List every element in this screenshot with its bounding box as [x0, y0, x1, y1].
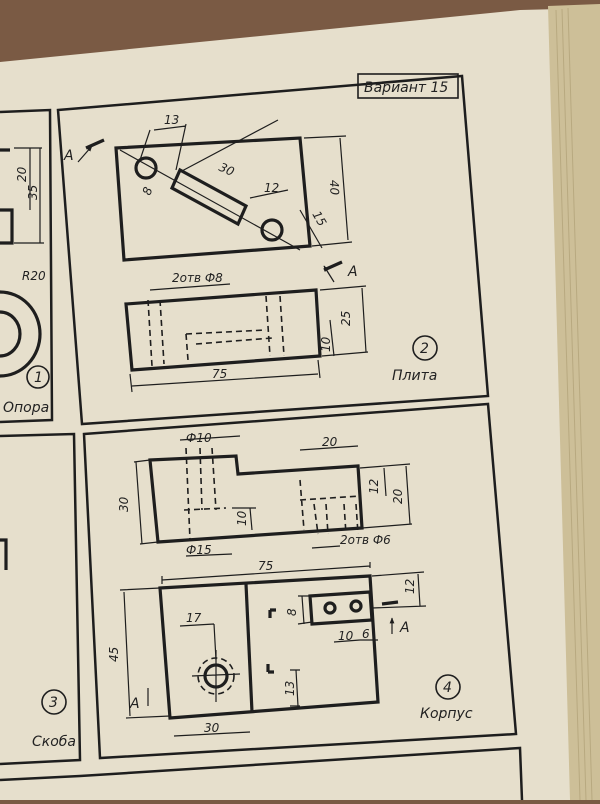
page-background: [0, 8, 600, 800]
housing-dim-45: 45: [107, 647, 121, 662]
variant-label: Вариант 15: [364, 80, 448, 96]
housing-holes-note: 2отв Ф6: [340, 533, 391, 547]
plate-dim-13: 13: [164, 113, 179, 127]
housing-dim-20b: 20: [391, 488, 405, 504]
plate-dim-15: 15: [309, 209, 329, 229]
plate-front-hidden: [147, 295, 285, 367]
plate-holes-note: 2отв Ф8: [172, 271, 223, 285]
housing-dim-10b: 10: [338, 629, 354, 643]
housing-dim-75: 75: [258, 559, 273, 573]
panel-3-caption: Скоба: [32, 734, 76, 750]
section-label-a1: A: [63, 148, 74, 164]
housing-dim-30b: 30: [204, 721, 220, 735]
plate-dim-12: 12: [264, 181, 279, 195]
plate-centerline: [119, 149, 301, 251]
plate-dim-25: 25: [339, 311, 353, 326]
panel-4-number: 4: [443, 680, 452, 696]
panel-3: 3 Скоба: [0, 432, 82, 766]
plate-slot: [169, 167, 249, 227]
panel-3-number-circle: [41, 689, 67, 715]
panel-1-dim-r20: R20: [22, 269, 46, 283]
panel-2-number-circle: [412, 335, 438, 361]
plate-dims-lines: [139, 119, 353, 249]
panel-2-frame: [56, 74, 490, 426]
panel-2-caption: Плита: [392, 368, 437, 384]
panel-1-inner-circle: [0, 310, 22, 358]
housing-dim-17: 17: [186, 611, 202, 625]
panel-1-caption: Опора: [3, 400, 49, 416]
section-label-a2: A: [347, 264, 358, 280]
plate-section-arrow-a1: [77, 145, 93, 163]
plate-front-dim-lines: [129, 285, 369, 393]
housing-dim-10: 10: [235, 510, 249, 526]
panel-3-number: 3: [49, 695, 58, 711]
variant-box: [357, 73, 459, 99]
housing-dim-12b: 12: [403, 579, 417, 594]
panel-4-frame: [82, 402, 518, 760]
housing-dim-8: 8: [285, 608, 299, 616]
panel-1-frame: [0, 108, 54, 424]
housing-boss-hole-1: [323, 601, 337, 615]
housing-front-dim-lines: [133, 435, 413, 557]
housing-section-label-a1: A: [129, 696, 140, 712]
housing-dim-12: 12: [367, 479, 381, 494]
housing-dim-13: 13: [283, 681, 297, 696]
panel-1: 20 35 R20 1 Опора: [0, 108, 54, 424]
housing-top-dim-lines: [119, 571, 427, 737]
plate-dim-10: 10: [319, 336, 333, 352]
panel-4-number-circle: [435, 674, 461, 700]
panel-1-dim-35: 35: [26, 185, 40, 200]
panel-1-circle: [0, 290, 42, 378]
plate-dim-30: 30: [217, 160, 237, 179]
plate-holes-leader: [149, 283, 231, 291]
panel-4-caption: Корпус: [420, 706, 473, 722]
plate-hole-right: [260, 218, 284, 242]
housing-top-view: [158, 574, 380, 720]
panel-4: Ф10 20 30 12 20 10 Ф15 2отв Ф6 75 A A 12…: [82, 402, 518, 760]
page-edge-lines: [555, 7, 593, 801]
housing-top-divider: [244, 583, 254, 713]
housing-top-boss: [308, 590, 374, 626]
plate-dim-40: 40: [327, 180, 342, 196]
plate-section-arrow-a2: [323, 265, 335, 283]
housing-section-ticks: [266, 600, 399, 674]
plate-front-view: [124, 288, 322, 372]
panel-3-frame: [0, 432, 82, 766]
panel-1-dim-20: 20: [15, 166, 29, 182]
panel-1-drawing: [0, 148, 14, 245]
housing-dim-phi15: Ф15: [186, 543, 212, 557]
housing-dim-6: 6: [362, 627, 370, 641]
panel-1-dim-lines: [14, 147, 44, 244]
panel-1-number-circle: [26, 365, 50, 389]
panel-3-drawing: [0, 538, 8, 570]
panel-2-number: 2: [420, 341, 429, 357]
housing-dim-30: 30: [117, 496, 131, 512]
housing-dim-20: 20: [322, 435, 338, 449]
housing-top-dim-75: [161, 562, 371, 584]
housing-dim-phi10: Ф10: [186, 431, 212, 445]
panel-2: Вариант 15 A A 13 30 12 8 15 40 2отв Ф8 …: [56, 73, 490, 426]
plate-hole-left: [134, 156, 158, 180]
plate-dim-75: 75: [212, 367, 227, 381]
housing-boss-hole-2: [349, 599, 363, 613]
housing-section-arrows: [147, 618, 392, 706]
housing-section-label-a2: A: [399, 620, 410, 636]
housing-front-hidden: [183, 447, 361, 541]
next-panel-frame: [0, 746, 524, 801]
panel-1-number: 1: [34, 370, 43, 386]
